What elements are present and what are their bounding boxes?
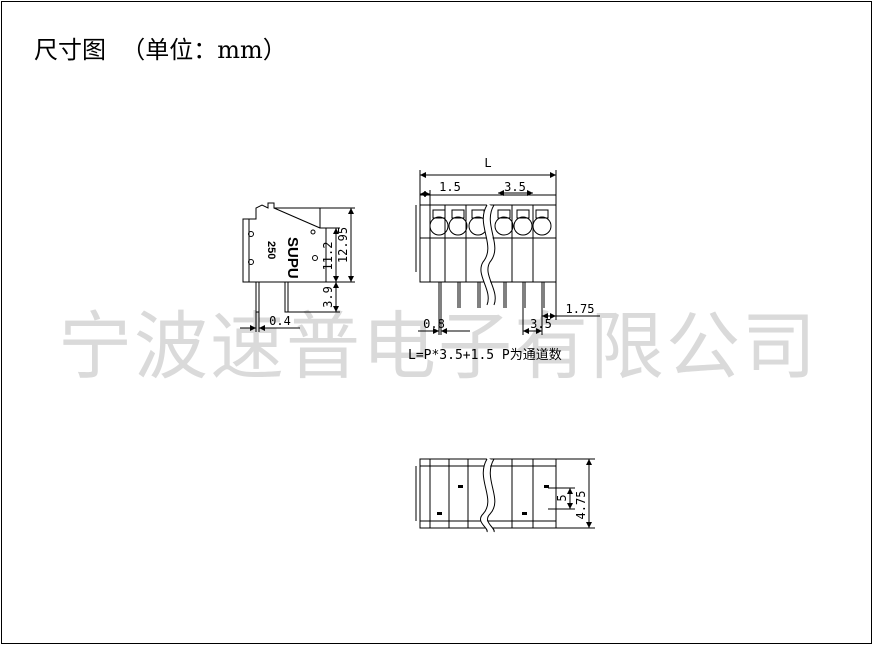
dim-label-1-5: 1.5: [439, 180, 461, 194]
body-marking-model: 250: [265, 241, 277, 259]
dim-label-11-2: 11.2: [321, 242, 335, 271]
pin-marks: [437, 485, 549, 515]
side-pin: [255, 281, 260, 313]
screw-icon: [310, 229, 316, 235]
length-formula: L=P*3.5+1.5 P为通道数: [408, 348, 562, 363]
dim-label-5: 5: [555, 494, 569, 501]
dim-label-3-9: 3.9: [321, 286, 335, 308]
mounting-hole-icon: [312, 255, 318, 261]
dim-label-3-5-bottom: 3.5: [530, 317, 552, 331]
front-pins: [438, 282, 545, 308]
side-body-outline: [242, 202, 327, 283]
dim-label-0-8: 0.8: [423, 317, 445, 331]
body-marking-brand: SUPU: [284, 237, 301, 279]
front-view: [415, 170, 600, 335]
side-view: [240, 202, 355, 332]
page-title: 尺寸图 （单位：mm）: [34, 36, 287, 64]
watermark-text: 宁波速普电子有限公司: [58, 304, 818, 390]
dim-label-1-75: 1.75: [566, 302, 595, 316]
wire-openings: [429, 209, 552, 236]
break-line: [480, 458, 489, 533]
dim-label-0-4: 0.4: [269, 314, 291, 328]
side-pin: [284, 281, 289, 313]
dim-label-L: L: [484, 156, 491, 170]
dim-label-4-75: 4.75: [574, 491, 588, 520]
mounting-hole-icon: [248, 231, 254, 237]
dim-label-3-5-top: 3.5: [504, 180, 526, 194]
bottom-view: [415, 457, 595, 534]
dim-label-12-95: 12.95: [336, 227, 350, 263]
mounting-hole-icon: [248, 259, 254, 265]
break-line: [481, 203, 495, 307]
